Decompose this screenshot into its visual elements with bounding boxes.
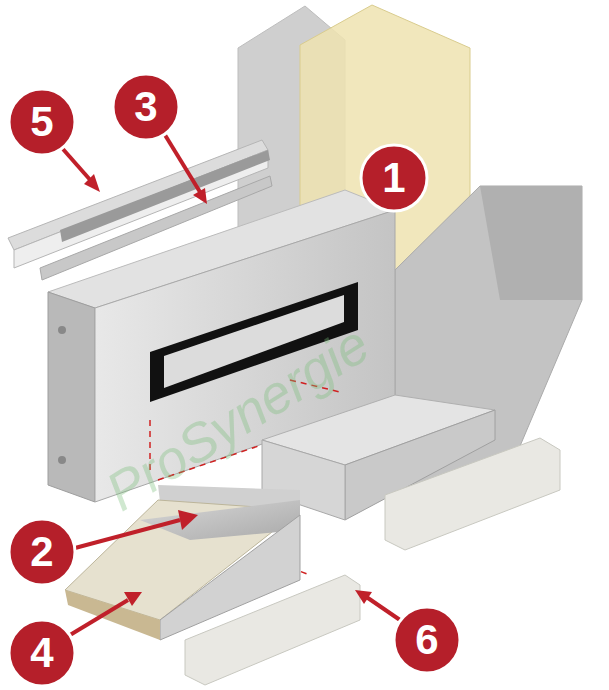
callout-number: 4 xyxy=(10,632,74,674)
side-block-face xyxy=(480,186,582,300)
box-side xyxy=(48,292,95,502)
callout-number: 6 xyxy=(395,619,459,661)
callout-circle xyxy=(9,74,460,686)
callout-number: 3 xyxy=(114,86,178,128)
callout-number: 5 xyxy=(10,101,74,143)
callout-number: 2 xyxy=(10,531,74,573)
callout-number: 1 xyxy=(362,157,426,199)
